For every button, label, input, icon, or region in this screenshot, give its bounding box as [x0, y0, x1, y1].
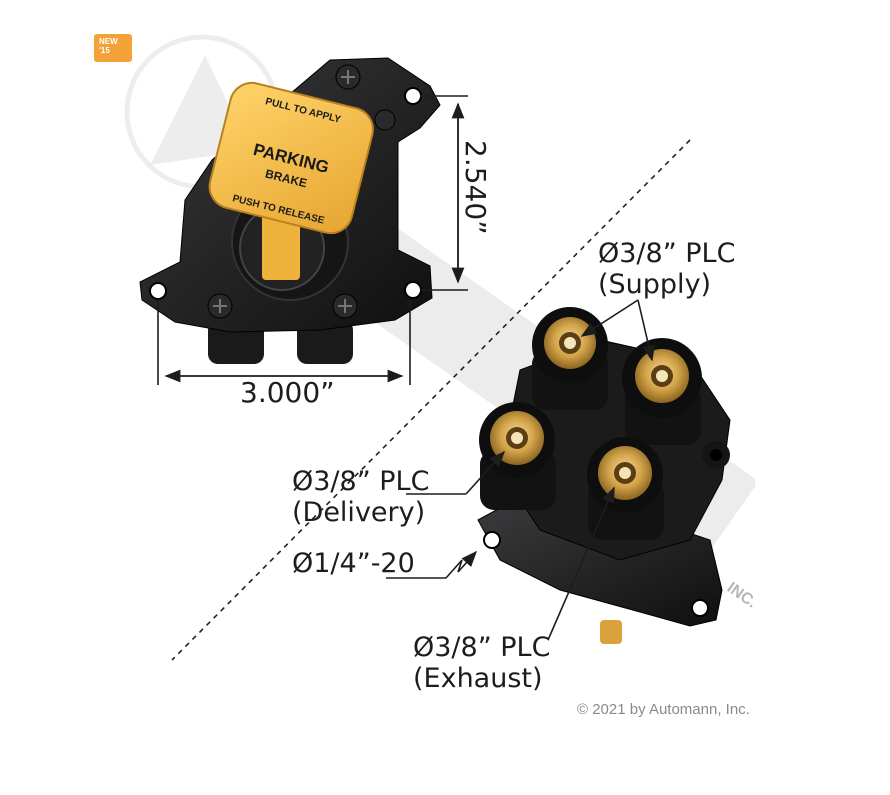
delivery-callout: Ø3/8” PLC (Delivery): [292, 466, 429, 528]
mount-leader: [386, 550, 478, 579]
mount-callout-size: Ø1/4”-20: [292, 548, 415, 579]
supply-callout: Ø3/8” PLC (Supply): [598, 238, 735, 300]
supply-leader: [580, 299, 655, 362]
divider-line: [171, 139, 691, 661]
new-badge: NEW '15: [94, 34, 132, 62]
width-dimension-label: 3.000”: [240, 376, 335, 409]
delivery-callout-name: (Delivery): [292, 497, 426, 528]
badge-line2: '15: [99, 46, 110, 55]
watermark-suffix: INC.: [724, 579, 760, 611]
supply-callout-name: (Supply): [598, 269, 712, 300]
exhaust-leader: [547, 486, 615, 641]
supply-callout-size: Ø3/8” PLC: [598, 238, 736, 269]
mount-hole: [483, 531, 501, 549]
delivery-leader: [406, 450, 506, 495]
parking-brake-knob: [208, 81, 374, 235]
mount-hole: [691, 599, 709, 617]
exhaust-callout: Ø3/8” PLC (Exhaust): [413, 632, 550, 694]
dimension-height: [420, 95, 468, 291]
mount-hole: [149, 282, 167, 300]
screw: [374, 109, 396, 131]
valve-top-view: PULL TO APPLY PARKING BRAKE PUSH TO RELE…: [139, 57, 441, 364]
mount-hole: [404, 281, 422, 299]
delivery-callout-size: Ø3/8” PLC: [292, 466, 430, 497]
exhaust-callout-size: Ø3/8” PLC: [413, 632, 551, 663]
exhaust-callout-name: (Exhaust): [413, 663, 543, 694]
mount-hole: [404, 87, 422, 105]
badge-line1: NEW: [99, 37, 118, 46]
copyright-text: © 2021 by Automann, Inc.: [577, 701, 750, 718]
height-dimension-label: 2.540”: [459, 140, 492, 235]
dimension-width: [157, 300, 411, 385]
mount-callout: Ø1/4”-20: [292, 548, 415, 579]
